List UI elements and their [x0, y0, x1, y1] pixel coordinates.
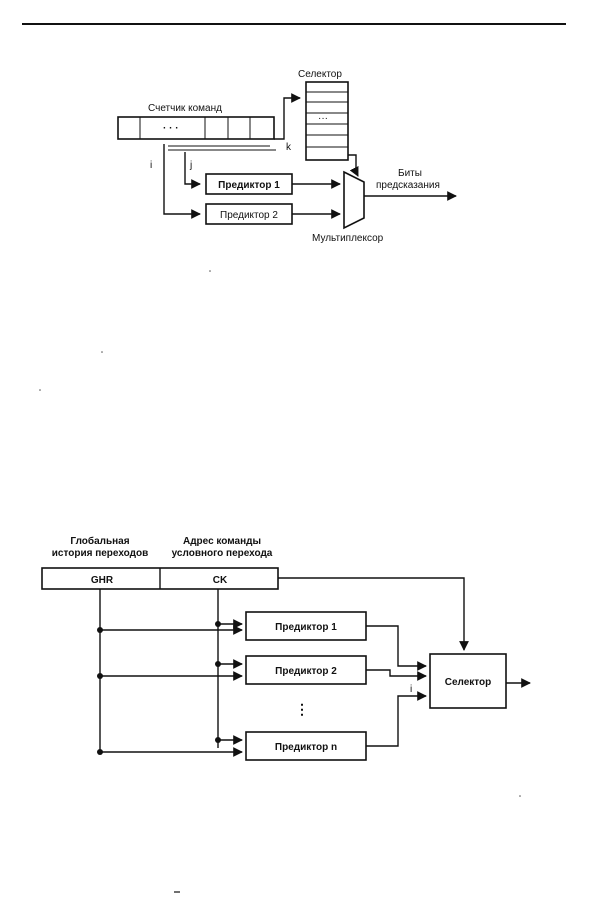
- pc-to-selector-arrow: [274, 93, 301, 140]
- predictorn-to-selector-arrow: [366, 691, 427, 747]
- bit-i-label: i: [410, 684, 412, 695]
- predictor-1-label: Предиктор 1: [275, 622, 337, 633]
- predictor-n-box: [245, 731, 367, 761]
- multiplexer-shape: [343, 170, 365, 230]
- ck-to-selector-arrow: [278, 577, 469, 651]
- predictor-1-label: Предиктор 1: [218, 180, 280, 191]
- vertical-ellipsis: ⋮: [295, 701, 309, 717]
- output-label-line1: Биты: [398, 168, 422, 179]
- diagram-multi-predictor: Глобальная история переходов Адрес коман…: [41, 535, 531, 761]
- stray-dot: [519, 795, 521, 797]
- pc-to-predictor2-arrow: [163, 144, 201, 219]
- bits-k-label: k: [286, 142, 292, 153]
- selector-label: Селектор: [298, 69, 342, 80]
- program-counter-ellipsis: · · ·: [163, 123, 179, 134]
- bits-i-label: i: [150, 160, 152, 171]
- selector-table-ellipsis: ···: [318, 113, 328, 124]
- predictor2-to-selector-arrow: [366, 669, 427, 681]
- predictor-n-label: Предиктор n: [275, 742, 337, 753]
- ck-label: CK: [213, 575, 228, 586]
- ghr-header-line1: Глобальная: [70, 535, 129, 547]
- diagram-tournament-predictor: Селектор ··· Счетчик команд · · · k: [117, 69, 457, 244]
- predictor-1-box: [245, 611, 367, 641]
- ghr-label: GHR: [91, 575, 114, 586]
- program-counter-label: Счетчик команд: [148, 103, 222, 114]
- predictor-2-label: Предиктор 2: [220, 210, 278, 221]
- ck-header-line1: Адрес команды: [183, 536, 261, 547]
- selector-table: ···: [305, 81, 349, 161]
- predictor-2-box: [245, 655, 367, 685]
- ghr-header-line2: история переходов: [52, 548, 148, 559]
- predictor1-to-selector-arrow: [366, 625, 427, 671]
- bits-j-label: j: [189, 160, 192, 171]
- output-label-line2: предсказания: [376, 180, 440, 191]
- selector-box: [429, 653, 507, 709]
- ck-header-line2: условного перехода: [172, 548, 273, 559]
- stray-dot: [101, 351, 103, 353]
- predictor-2-label: Предиктор 2: [275, 666, 337, 677]
- stray-dot: [39, 389, 41, 391]
- multiplexer-label: Мультиплексор: [312, 233, 384, 244]
- stray-dot: [209, 270, 211, 272]
- selector-to-mux-arrow: [348, 154, 359, 177]
- program-counter-register: · · ·: [117, 116, 275, 140]
- pc-to-predictor1-arrow: [184, 152, 201, 189]
- selector-label: Селектор: [445, 677, 492, 688]
